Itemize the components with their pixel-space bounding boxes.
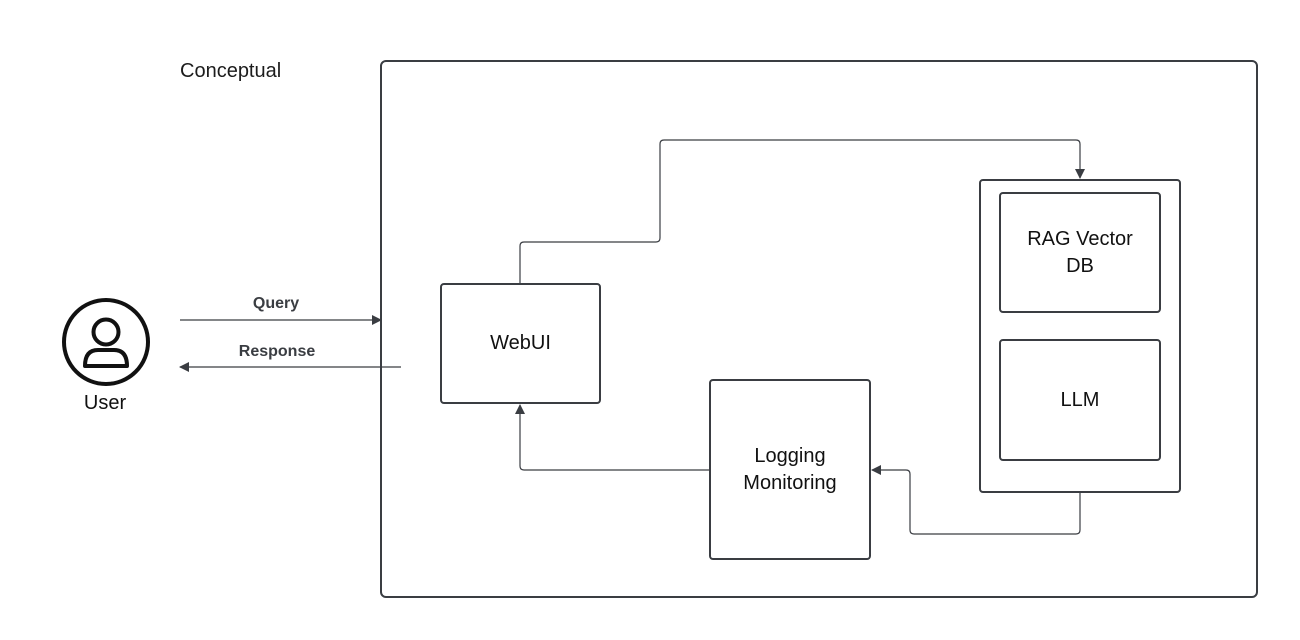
logging-monitoring-node[interactable]: Logging Monitoring — [709, 379, 871, 560]
query-label: Query — [252, 295, 300, 312]
rag-vector-db-node[interactable]: RAG Vector DB — [999, 192, 1161, 313]
llm-label: LLM — [1060, 388, 1100, 411]
conceptual-frame — [380, 60, 1258, 598]
llm-node[interactable]: LLM — [999, 339, 1161, 461]
user-icon — [62, 298, 150, 386]
user-label: User — [83, 392, 127, 414]
webui-node[interactable]: WebUI — [440, 283, 601, 404]
logging-monitoring-label: Logging Monitoring — [743, 444, 837, 494]
response-label: Response — [238, 343, 316, 360]
webui-label: WebUI — [490, 332, 551, 354]
rag-vector-db-label: RAG Vector DB — [1027, 227, 1133, 277]
diagram-title: Conceptual — [180, 60, 282, 82]
